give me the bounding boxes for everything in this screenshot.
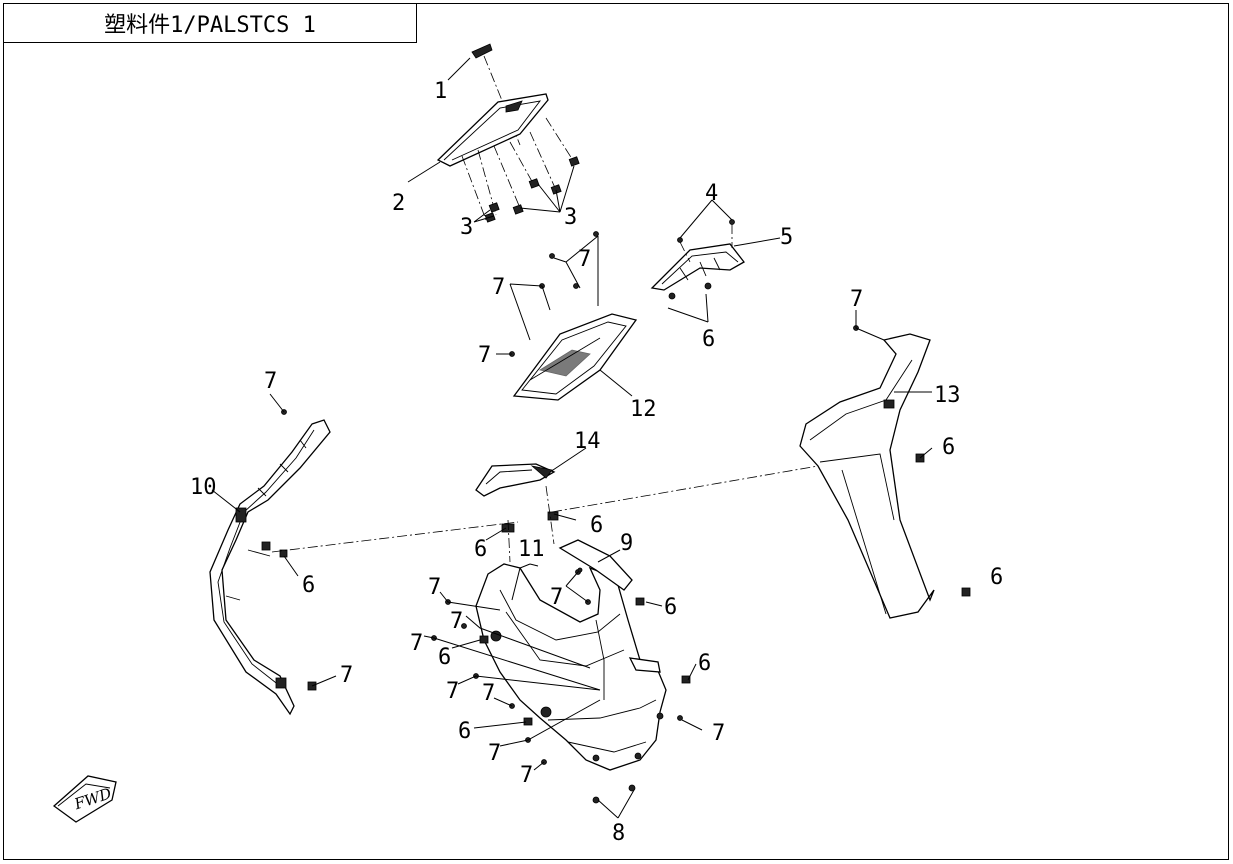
callout-1: 1 <box>434 79 447 104</box>
callout-5: 5 <box>780 225 793 250</box>
callout-6f: 6 <box>664 595 677 620</box>
drawing-frame <box>3 3 1229 860</box>
part-10-left-frame <box>209 409 331 716</box>
callout-7j: 7 <box>340 663 353 688</box>
callout-7o: 7 <box>520 763 533 788</box>
callout-6e: 6 <box>302 573 315 598</box>
callout-7n: 7 <box>488 741 501 766</box>
part-13-right-cover <box>799 325 935 619</box>
callout-3b: 3 <box>564 205 577 230</box>
callout-14: 14 <box>574 429 601 454</box>
callout-7a: 7 <box>578 247 591 272</box>
callout-10: 10 <box>190 475 217 500</box>
callout-7f: 7 <box>428 575 441 600</box>
callout-6j: 6 <box>990 565 1003 590</box>
callout-6b: 6 <box>942 435 955 460</box>
callout-7k: 7 <box>446 679 459 704</box>
part-2-top-cover <box>436 93 575 221</box>
callout-3a: 3 <box>460 215 473 240</box>
fwd-arrow: FWD <box>52 775 117 823</box>
part-9-front-shield <box>475 511 691 804</box>
callout-6d: 6 <box>474 537 487 562</box>
title-block: 塑料件1/PALSTCS 1 <box>3 3 417 43</box>
part-5-bracket <box>650 219 745 300</box>
callout-7c: 7 <box>478 343 491 368</box>
callout-7g: 7 <box>550 585 563 610</box>
callout-13: 13 <box>934 383 961 408</box>
callout-4: 4 <box>705 181 718 206</box>
callout-8: 8 <box>612 821 625 846</box>
callout-7i: 7 <box>410 631 423 656</box>
callout-12: 12 <box>630 397 657 422</box>
page-title: 塑料件1/PALSTCS 1 <box>104 13 316 38</box>
callout-11: 11 <box>518 537 545 562</box>
part-12-center-panel <box>509 231 638 401</box>
callout-6c: 6 <box>590 513 603 538</box>
callout-labels: 1 2 3 3 4 5 6 7 7 7 7 12 7 13 6 14 10 6 … <box>190 79 1003 846</box>
callout-7m: 7 <box>712 721 725 746</box>
callout-6i: 6 <box>458 719 471 744</box>
callout-6h: 6 <box>698 651 711 676</box>
callout-7l: 7 <box>482 681 495 706</box>
callout-2: 2 <box>392 191 405 216</box>
callout-7b: 7 <box>492 275 505 300</box>
part-14-upper-cover <box>475 463 556 497</box>
alignment-lines <box>271 465 819 563</box>
callout-7e: 7 <box>264 369 277 394</box>
callout-6g: 6 <box>438 645 451 670</box>
callout-6a: 6 <box>702 327 715 352</box>
callout-9: 9 <box>620 531 633 556</box>
leader-lines <box>211 57 933 819</box>
callout-7h: 7 <box>450 609 463 634</box>
callout-7d: 7 <box>850 287 863 312</box>
